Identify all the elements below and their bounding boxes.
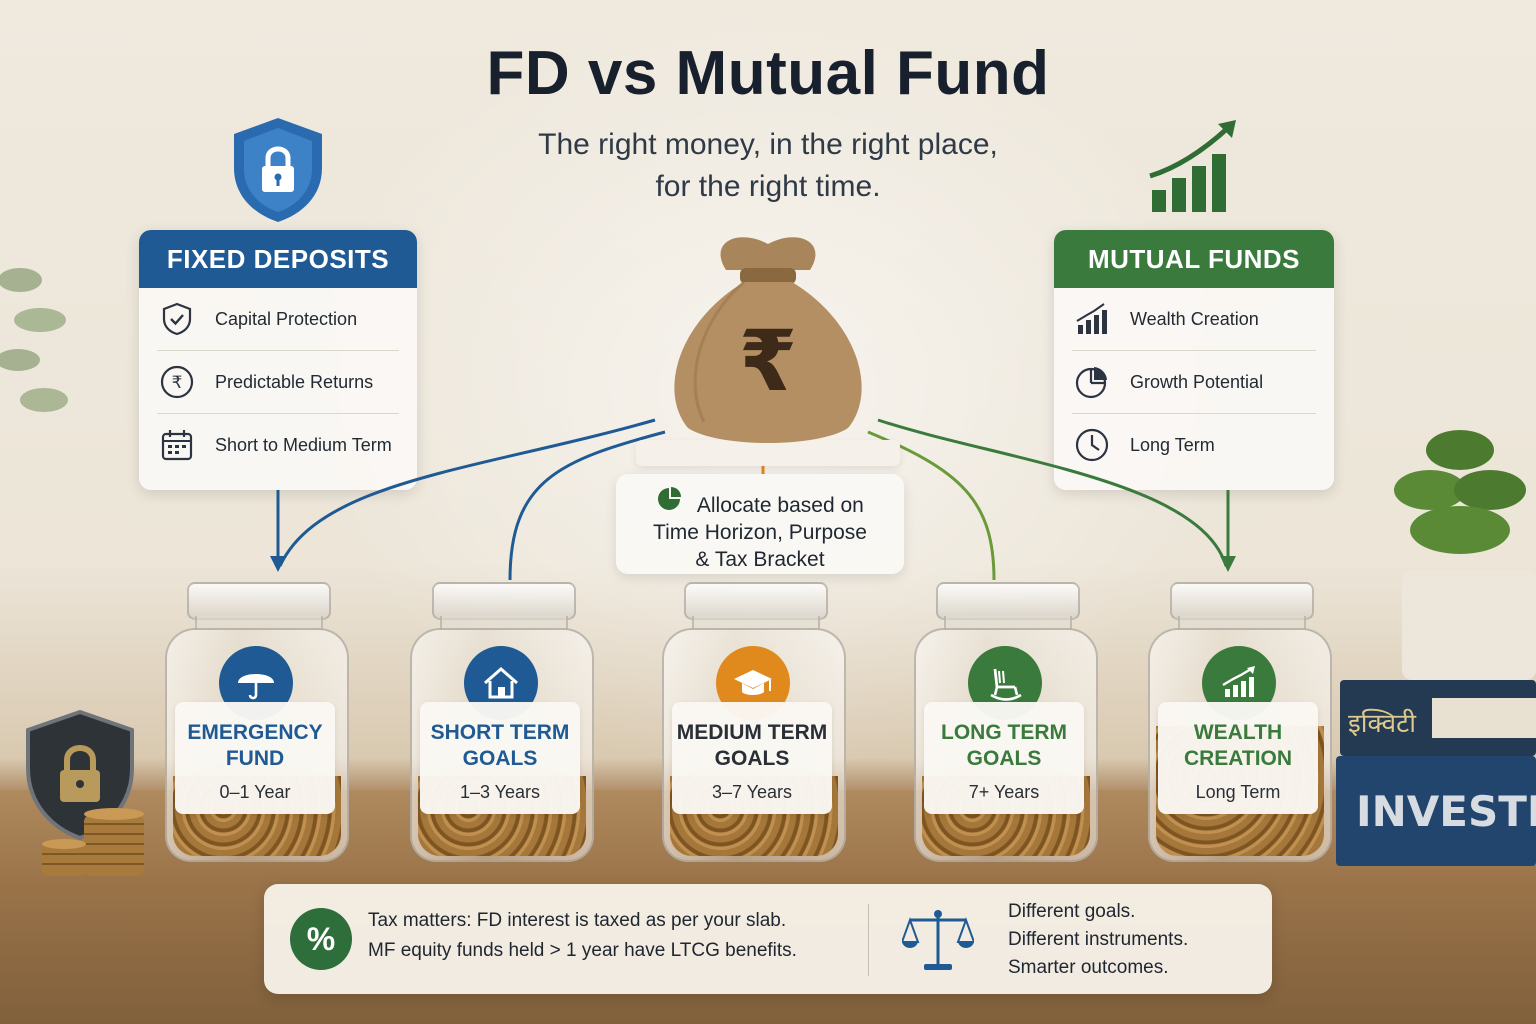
jar-label: SHORT TERM GOALS 1–3 Years (420, 702, 580, 814)
fd-feature-label: Short to Medium Term (215, 434, 392, 455)
goals-line-3: Smarter outcomes. (1008, 957, 1169, 978)
fd-feature-row: Capital Protection (157, 288, 399, 351)
fd-feature-row: ₹ Predictable Returns (157, 351, 399, 414)
mf-feature-row: Wealth Creation (1072, 288, 1316, 351)
jar-name: SHORT TERM (430, 721, 570, 744)
shield-check-icon (157, 299, 197, 339)
page-subtitle: The right money, in the right place, for… (468, 124, 1068, 208)
panel-divider (868, 904, 869, 976)
jar-time-span: 3–7 Years (711, 782, 793, 802)
mutual-funds-card: MUTUAL FUNDS Wealth Creation Growth Pote… (1054, 230, 1334, 490)
allocation-line-1-wrap: Allocate based on (616, 486, 904, 519)
jar-time-span: Long Term (1195, 782, 1281, 802)
jar-lid (936, 582, 1080, 620)
jar-wealth-creation: WEALTH CREATION Long Term (1148, 582, 1332, 862)
connector-arrowhead (270, 556, 286, 572)
fixed-deposits-heading: FIXED DEPOSITS (139, 230, 417, 288)
clock-icon (1072, 425, 1112, 465)
percent-icon: % (290, 908, 352, 970)
goals-summary: Different goals. Different instruments. … (1008, 898, 1188, 982)
jar-short-term-goals: SHORT TERM GOALS 1–3 Years (410, 582, 594, 862)
jar-name: GOALS (966, 747, 1042, 770)
coin-stack-decoration (42, 808, 144, 876)
jar-name: EMERGENCY (187, 721, 323, 744)
money-bag-pedestal (636, 440, 900, 466)
jar-name: GOALS (714, 747, 790, 770)
pie-chart-icon (1072, 362, 1112, 402)
jar-long-term-goals: LONG TERM GOALS 7+ Years (914, 582, 1098, 862)
jar-label: EMERGENCY FUND 0–1 Year (175, 702, 335, 814)
mf-feature-label: Growth Potential (1130, 371, 1264, 392)
calendar-icon (157, 425, 197, 465)
subtitle-line-1: The right money, in the right place, (538, 128, 998, 161)
page-title: FD vs Mutual Fund (486, 39, 1050, 108)
mf-feature-row: Long Term (1072, 414, 1316, 476)
jar-name: LONG TERM (941, 721, 1067, 744)
allocation-line-3: & Tax Bracket (695, 548, 825, 571)
jar-name: CREATION (1183, 747, 1293, 770)
jar-lid (432, 582, 576, 620)
fd-feature-label: Capital Protection (215, 308, 358, 329)
pie-chart-icon (658, 487, 682, 510)
jar-neck (440, 616, 568, 630)
jar-time-span: 0–1 Year (219, 782, 291, 802)
jar-neck (944, 616, 1072, 630)
jar-emergency-fund: EMERGENCY FUND 0–1 Year (165, 582, 349, 862)
subtitle-line-2: for the right time. (655, 170, 881, 203)
padlock-shield-decoration (26, 709, 134, 841)
fd-feature-label: Predictable Returns (215, 371, 374, 392)
mutual-funds-heading: MUTUAL FUNDS (1054, 230, 1334, 288)
jar-lid (187, 582, 331, 620)
goals-line-1: Different goals. (1008, 901, 1136, 922)
goals-line-2: Different instruments. (1008, 929, 1189, 950)
jar-name: FUND (225, 747, 285, 770)
tax-note-line-1: Tax matters: FD interest is taxed as per… (368, 910, 787, 931)
jar-name: GOALS (462, 747, 538, 770)
jar-lid (684, 582, 828, 620)
bar-chart-up-icon (1072, 299, 1112, 339)
jar-label: MEDIUM TERM GOALS 3–7 Years (672, 702, 832, 814)
book-top-spine: इक्विटी (1348, 708, 1417, 739)
jar-name: WEALTH (1193, 721, 1283, 744)
mf-feature-row: Growth Potential (1072, 351, 1316, 414)
mf-feature-label: Wealth Creation (1130, 308, 1259, 329)
allocation-note: Allocate based on Time Horizon, Purpose … (616, 474, 904, 574)
allocation-line-2: Time Horizon, Purpose (653, 521, 867, 544)
jar-lid (1170, 582, 1314, 620)
svg-text:₹: ₹ (172, 373, 183, 393)
mf-feature-label: Long Term (1130, 434, 1215, 455)
lock-shield-icon (234, 118, 322, 222)
jar-neck (1178, 616, 1306, 630)
tax-note-line-2: MF equity funds held > 1 year have LTCG … (368, 940, 797, 961)
books-decoration: इक्विटी INVESTING (1336, 680, 1536, 866)
growth-chart-icon (1149, 120, 1236, 212)
jar-medium-term-goals: MEDIUM TERM GOALS 3–7 Years (662, 582, 846, 862)
fixed-deposits-card: FIXED DEPOSITS Capital Protection ₹ Pred… (139, 230, 417, 490)
left-plant-decoration (0, 268, 68, 412)
allocation-line-1: Allocate based on (696, 494, 864, 517)
jar-time-span: 1–3 Years (459, 782, 541, 802)
money-bag-icon: ₹ (674, 237, 862, 443)
rupee-symbol: ₹ (739, 312, 797, 410)
balance-scale-icon (902, 910, 974, 970)
rupee-circle-icon: ₹ (157, 362, 197, 402)
tax-note: Tax matters: FD interest is taxed as per… (368, 906, 797, 966)
jar-name: MEDIUM TERM (676, 721, 828, 744)
jar-neck (692, 616, 820, 630)
fd-feature-row: Short to Medium Term (157, 414, 399, 476)
potted-plant-decoration (1394, 430, 1536, 680)
tax-note-panel: % Tax matters: FD interest is taxed as p… (264, 884, 1272, 994)
jar-time-span: 7+ Years (968, 782, 1040, 802)
jar-neck (195, 616, 323, 630)
book-bottom-spine: INVESTING (1356, 787, 1536, 836)
jar-label: WEALTH CREATION Long Term (1158, 702, 1318, 814)
jar-label: LONG TERM GOALS 7+ Years (924, 702, 1084, 814)
